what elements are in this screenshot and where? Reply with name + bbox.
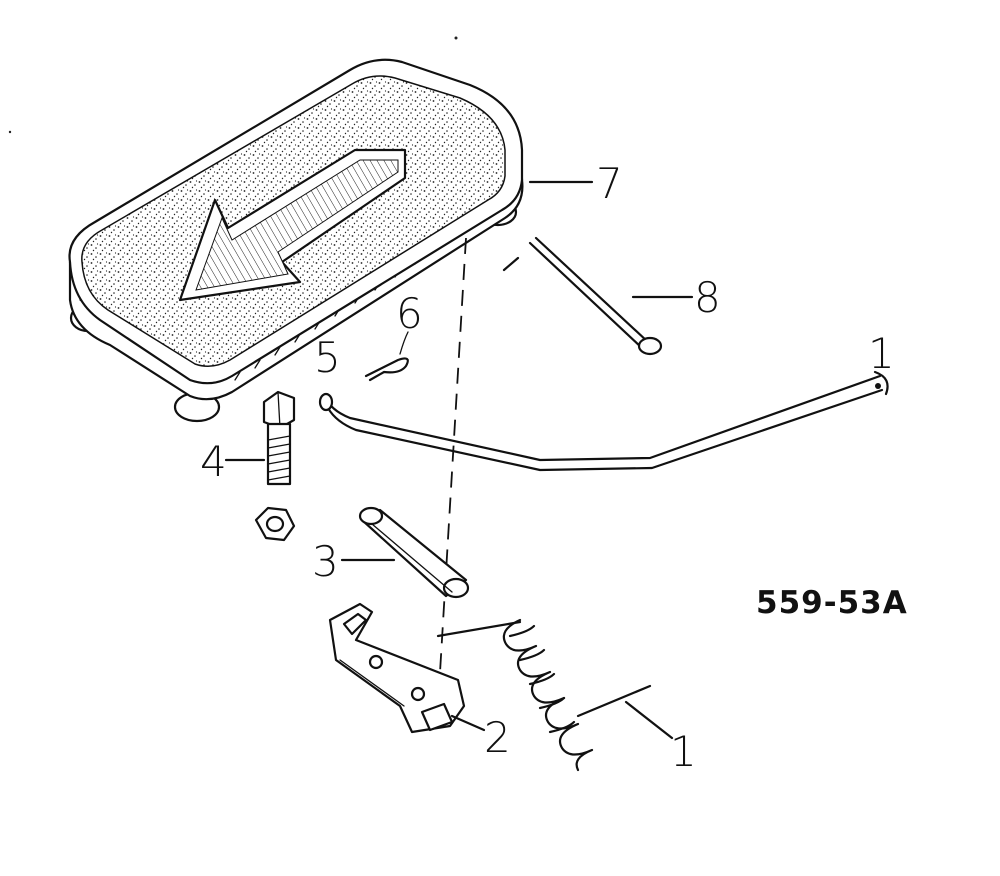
pivot-pin xyxy=(358,506,470,599)
callout-8: 8 xyxy=(694,273,721,322)
alignment-line xyxy=(437,237,467,707)
clevis-pin xyxy=(502,236,663,356)
callout-2-leader xyxy=(450,714,486,732)
callout-3: 3 xyxy=(312,537,339,586)
callout-6: 6 xyxy=(396,289,423,338)
scan-speck xyxy=(8,130,12,134)
rod xyxy=(318,370,889,472)
pedal-pad xyxy=(68,58,524,423)
callout-2: 2 xyxy=(484,713,511,762)
callout-1-rod: 1 xyxy=(868,329,895,378)
callout-6-leader xyxy=(399,331,409,355)
nut xyxy=(254,506,296,542)
cotter-pin xyxy=(364,357,409,382)
callout-1-spring: 1 xyxy=(670,727,697,776)
callout-4: 4 xyxy=(200,437,227,486)
scan-speck xyxy=(454,36,458,40)
bracket xyxy=(328,602,466,734)
bolt xyxy=(262,390,296,486)
figure-id: 559-53A xyxy=(756,585,908,621)
return-spring xyxy=(436,618,652,772)
callout-7: 7 xyxy=(596,159,623,208)
callout-5: 5 xyxy=(314,333,341,382)
callout-1-leader xyxy=(624,700,674,740)
